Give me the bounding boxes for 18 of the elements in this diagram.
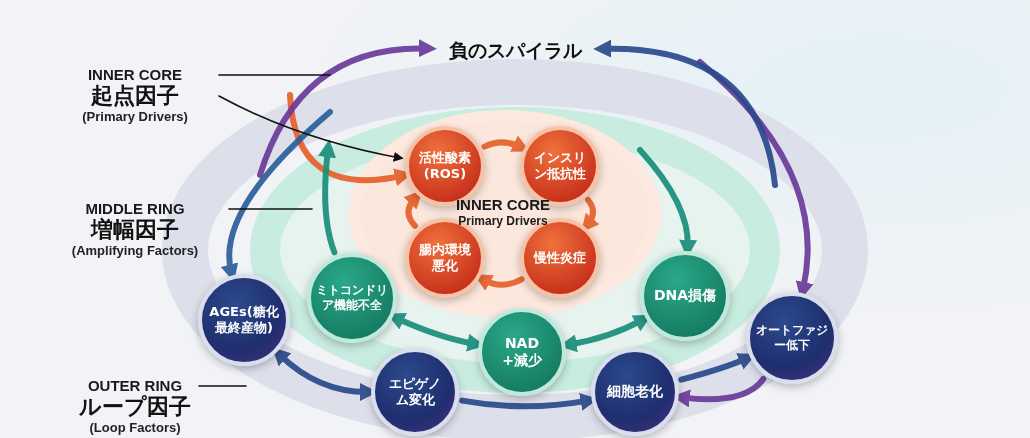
leader-line [218, 74, 331, 76]
ring-label: 起点因子 [91, 83, 179, 109]
leader-line [198, 385, 247, 387]
ring-heading: INNER CORE [87, 66, 183, 83]
leader-line [228, 208, 313, 210]
ring-subtitle: (Amplifying Factors) [71, 243, 199, 259]
arrow [318, 139, 338, 256]
arrow [593, 39, 778, 188]
ring-label: 増幅因子 [91, 217, 179, 243]
ring-subtitle: (Loop Factors) [89, 420, 181, 436]
ring-heading: OUTER RING [87, 377, 183, 394]
ring-heading: MIDDLE RING [85, 200, 185, 217]
ring-label: ループ因子 [79, 394, 191, 420]
cycle-title: 負のスパイラル [448, 38, 582, 63]
ring-subtitle: (Primary Drivers) [82, 109, 188, 125]
arrow [257, 39, 437, 178]
core-sublabel: Primary Drivers [458, 214, 548, 228]
arrow [218, 95, 404, 162]
